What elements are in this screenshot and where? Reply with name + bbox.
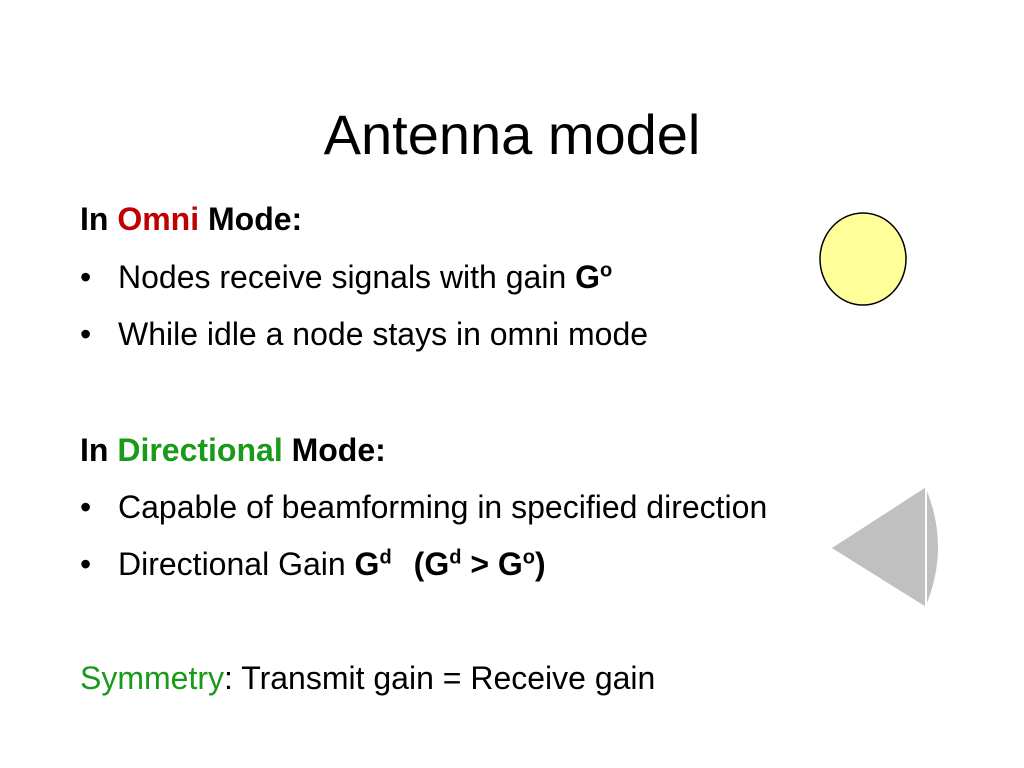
directional-heading-prefix: In (80, 432, 109, 468)
comparison-sup-2: o (522, 546, 535, 569)
omni-heading-prefix: In (80, 201, 109, 237)
directional-bullet-2: Directional Gain Gd(Gd > Go) (118, 544, 546, 584)
omni-bullet-1: Nodes receive signals with gain Go (118, 257, 612, 297)
gain-comparison: (Gd > Go) (414, 546, 546, 582)
directional-heading-highlight: Directional (117, 432, 283, 468)
gain-superscript: o (600, 259, 613, 282)
omni-heading-highlight: Omni (117, 201, 200, 237)
comparison-sup-1: d (449, 546, 462, 569)
slide-title: Antenna model (323, 103, 701, 166)
symmetry-label: Symmetry (80, 660, 224, 696)
directional-heading: In Directional Mode: (80, 430, 386, 470)
symmetry-text: : Transmit gain = Receive gain (224, 660, 656, 696)
directional-heading-suffix: Mode: (291, 432, 386, 468)
directional-bullet-1: Capable of beamforming in specified dire… (118, 489, 768, 525)
bullet-marker: • (80, 259, 92, 295)
gain-symbol: G (575, 259, 601, 295)
symmetry-line: Symmetry: Transmit gain = Receive gain (80, 658, 655, 698)
omni-pattern-circle (819, 212, 907, 306)
bullet-marker: • (80, 489, 92, 525)
gain-symbol: G (354, 546, 380, 582)
gain-superscript: d (379, 546, 392, 569)
omni-bullet-1-text: Nodes receive signals with gain (118, 259, 576, 295)
omni-bullet-2: While idle a node stays in omni mode (118, 316, 649, 352)
omni-heading: In Omni Mode: (80, 199, 302, 239)
omni-heading-suffix: Mode: (208, 201, 303, 237)
directional-pattern-cone (828, 484, 940, 610)
comparison-close: ) (535, 546, 546, 582)
directional-bullet-2-text: Directional Gain (118, 546, 355, 582)
bullet-marker: • (80, 546, 92, 582)
comparison-mid: > G (461, 546, 523, 582)
comparison-open: (G (413, 546, 450, 582)
bullet-marker: • (80, 316, 92, 352)
